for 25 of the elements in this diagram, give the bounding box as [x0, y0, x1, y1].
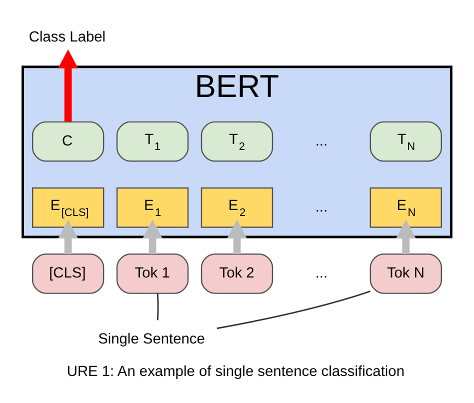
node-box: E$_{1}$	[116, 187, 189, 228]
arrow	[142, 220, 162, 254]
node-box: [CLS]	[32, 254, 104, 294]
caption: URE 1: An example of single sentence classification	[66, 364, 404, 380]
arrow	[58, 220, 78, 254]
node-box: T$_{2}$	[200, 121, 274, 162]
label: ...	[315, 199, 328, 216]
node-box: E$_{[CLS]}$	[32, 187, 104, 228]
node-text: Single Sentence	[98, 332, 205, 348]
node-box: T$_{1}$	[116, 121, 189, 162]
node-box: T$_{N}$	[370, 121, 442, 162]
node-box: E$_{2}$	[200, 187, 274, 228]
node-box: E$_{N}$	[370, 187, 442, 228]
node-text: Class Label	[28, 29, 106, 46]
connector	[156, 293, 159, 320]
node-box: Tok 2	[200, 254, 274, 294]
arrow	[396, 220, 416, 254]
node-box: Tok N	[370, 254, 442, 294]
label: ...	[315, 266, 328, 282]
node-box: Tok 1	[116, 254, 189, 294]
label: ...	[315, 133, 328, 150]
node-box: C	[32, 121, 104, 162]
arrow	[227, 220, 247, 254]
connector	[216, 290, 370, 330]
arrow	[58, 49, 78, 122]
